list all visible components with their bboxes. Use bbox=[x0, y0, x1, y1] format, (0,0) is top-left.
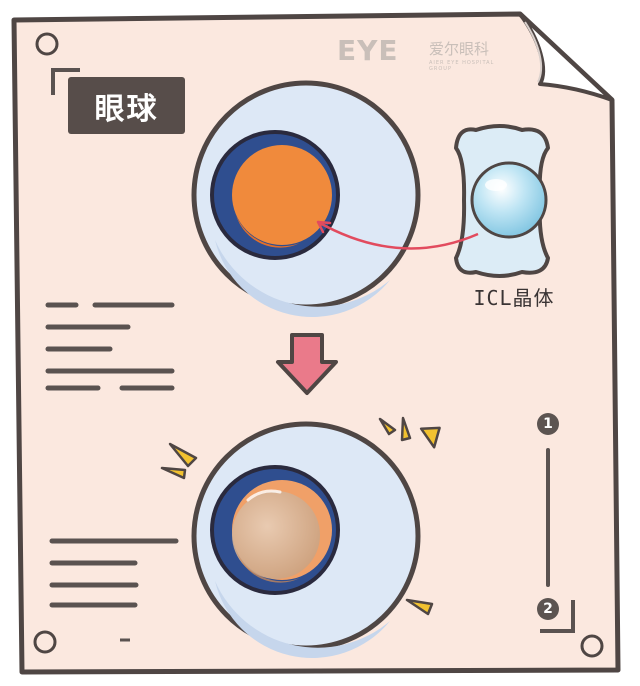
step-badge-2: 2 bbox=[537, 598, 559, 620]
bracket-bottom-right bbox=[540, 600, 575, 633]
step-badge-1: 1 bbox=[537, 413, 559, 435]
placeholder-lines-upper bbox=[45, 302, 175, 391]
pupil-before bbox=[232, 145, 332, 245]
icl-lens-icon bbox=[454, 124, 550, 278]
sparkle-icon bbox=[160, 416, 441, 616]
implanted-lens bbox=[232, 491, 320, 579]
eye-before bbox=[191, 80, 421, 318]
eye-after bbox=[191, 421, 421, 659]
brand-logo: EYE 爱尔眼科 AIER EYE HOSPITAL GROUP bbox=[337, 32, 517, 72]
insertion-arrow bbox=[317, 220, 479, 250]
page-title: 眼球 bbox=[68, 77, 185, 134]
bracket-top-left bbox=[51, 68, 80, 95]
icl-lens-label: ICL晶体 bbox=[473, 286, 555, 310]
logo-tagline: AIER EYE HOSPITAL GROUP bbox=[429, 60, 495, 72]
logo-mark: EYE bbox=[337, 34, 399, 67]
down-arrow bbox=[276, 333, 338, 395]
logo-name: 爱尔眼科 bbox=[429, 40, 490, 58]
placeholder-lines-lower bbox=[49, 538, 179, 608]
screw-icon bbox=[33, 32, 604, 658]
